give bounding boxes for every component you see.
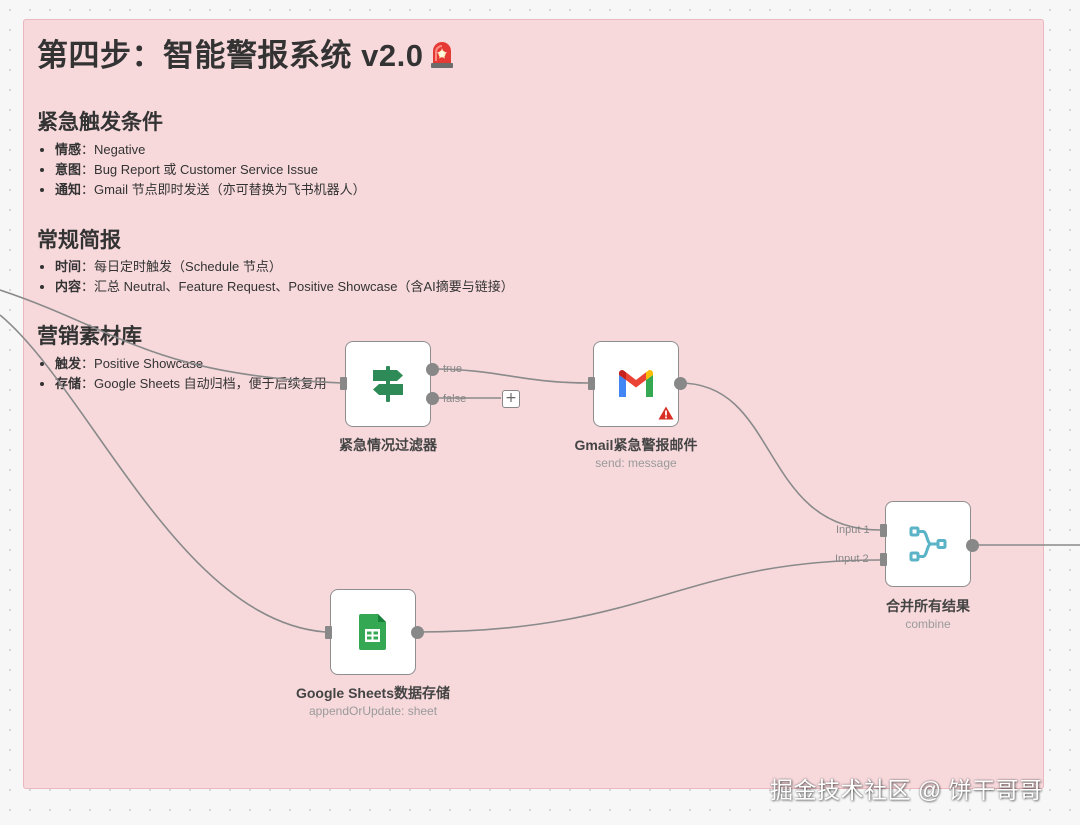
list-item: 时间：每日定时触发（Schedule 节点） <box>55 257 514 277</box>
merge-output-port[interactable] <box>966 539 979 552</box>
connection-edge <box>679 382 881 531</box>
section-title-routine: 常规简报 <box>37 229 121 252</box>
gmail-icon <box>619 370 653 397</box>
item-sep: ： <box>81 279 95 294</box>
sheets-output-port[interactable] <box>411 626 424 639</box>
sticky-note[interactable]: 第四步：智能警报系统 v2.0 紧急触发条件 情感：Negative 意图：Bu… <box>23 19 1044 789</box>
item-sep: ： <box>81 376 95 391</box>
list-item: 意图：Bug Report 或 Customer Service Issue <box>55 160 366 180</box>
urgent-conditions-list: 情感：Negative 意图：Bug Report 或 Customer Ser… <box>37 140 366 200</box>
input-label-2: Input 2 <box>835 553 869 565</box>
note-title-text: 第四步：智能警报系统 v2.0 <box>37 38 424 73</box>
connection-edge <box>431 368 591 384</box>
item-key: 触发 <box>55 356 82 371</box>
item-text: Google Sheets 自动归档，便于后续复用 <box>94 376 327 391</box>
connection-edge <box>0 289 343 384</box>
filter-node[interactable] <box>345 341 431 427</box>
input-label-1: Input 1 <box>836 524 870 536</box>
section-title-urgent: 紧急触发条件 <box>37 111 163 134</box>
merge-icon <box>909 526 947 562</box>
list-item: 存储：Google Sheets 自动归档，便于后续复用 <box>55 374 327 394</box>
filter-output-false-port[interactable] <box>426 392 439 405</box>
list-item: 情感：Negative <box>55 140 366 160</box>
item-sep: ： <box>81 356 95 371</box>
node-title-gmail: Gmail紧急警报邮件 <box>574 437 698 453</box>
connection-edge <box>417 559 881 633</box>
item-sep: ： <box>81 142 95 157</box>
routine-brief-list: 时间：每日定时触发（Schedule 节点） 内容：汇总 Neutral、Fea… <box>37 257 514 297</box>
signpost-icon <box>373 366 403 402</box>
warning-icon[interactable] <box>658 406 674 420</box>
item-key: 时间 <box>55 259 82 274</box>
gmail-node[interactable] <box>593 341 679 427</box>
list-item: 通知：Gmail 节点即时发送（亦可替换为飞书机器人） <box>55 180 366 200</box>
google-sheets-icon <box>359 614 386 650</box>
siren-icon <box>431 42 454 68</box>
node-subtitle-merge: combine <box>905 617 951 631</box>
sheets-input-port[interactable] <box>325 626 332 639</box>
item-text: 汇总 Neutral、Feature Request、Positive Show… <box>94 279 514 294</box>
connection-edge <box>0 314 326 633</box>
node-subtitle-sheets: appendOrUpdate: sheet <box>308 704 438 718</box>
node-title-filter: 紧急情况过滤器 <box>339 437 437 453</box>
item-text: 每日定时触发（Schedule 节点） <box>94 259 282 274</box>
gmail-output-port[interactable] <box>674 377 687 390</box>
note-title: 第四步：智能警报系统 v2.0 <box>37 30 455 75</box>
item-key: 情感 <box>55 142 82 157</box>
merge-node[interactable] <box>885 501 971 587</box>
node-title-merge: 合并所有结果 <box>886 598 970 614</box>
item-key: 通知 <box>55 182 82 197</box>
output-label-true: true <box>443 363 462 375</box>
watermark: 掘金技术社区 @ 饼干哥哥 <box>770 777 1043 803</box>
filter-input-port[interactable] <box>340 377 347 390</box>
merge-input-2-port[interactable] <box>880 553 887 566</box>
item-key: 存储 <box>55 376 82 391</box>
filter-output-true-port[interactable] <box>426 363 439 376</box>
item-sep: ： <box>81 259 95 274</box>
item-sep: ： <box>81 162 95 177</box>
node-subtitle-gmail: send: message <box>595 456 677 470</box>
node-title-sheets: Google Sheets数据存储 <box>295 685 451 701</box>
add-node-button[interactable]: + <box>502 390 520 408</box>
sheets-node[interactable] <box>330 589 416 675</box>
merge-input-1-port[interactable] <box>880 524 887 537</box>
section-title-marketing: 营销素材库 <box>37 325 142 348</box>
item-text: Gmail 节点即时发送（亦可替换为飞书机器人） <box>94 182 366 197</box>
item-sep: ： <box>81 182 95 197</box>
list-item: 内容：汇总 Neutral、Feature Request、Positive S… <box>55 277 514 297</box>
item-key: 内容 <box>55 279 82 294</box>
item-text: Bug Report 或 Customer Service Issue <box>94 162 319 177</box>
item-text: Negative <box>94 142 146 157</box>
gmail-input-port[interactable] <box>588 377 595 390</box>
output-label-false: false <box>443 393 467 405</box>
item-key: 意图 <box>55 162 82 177</box>
